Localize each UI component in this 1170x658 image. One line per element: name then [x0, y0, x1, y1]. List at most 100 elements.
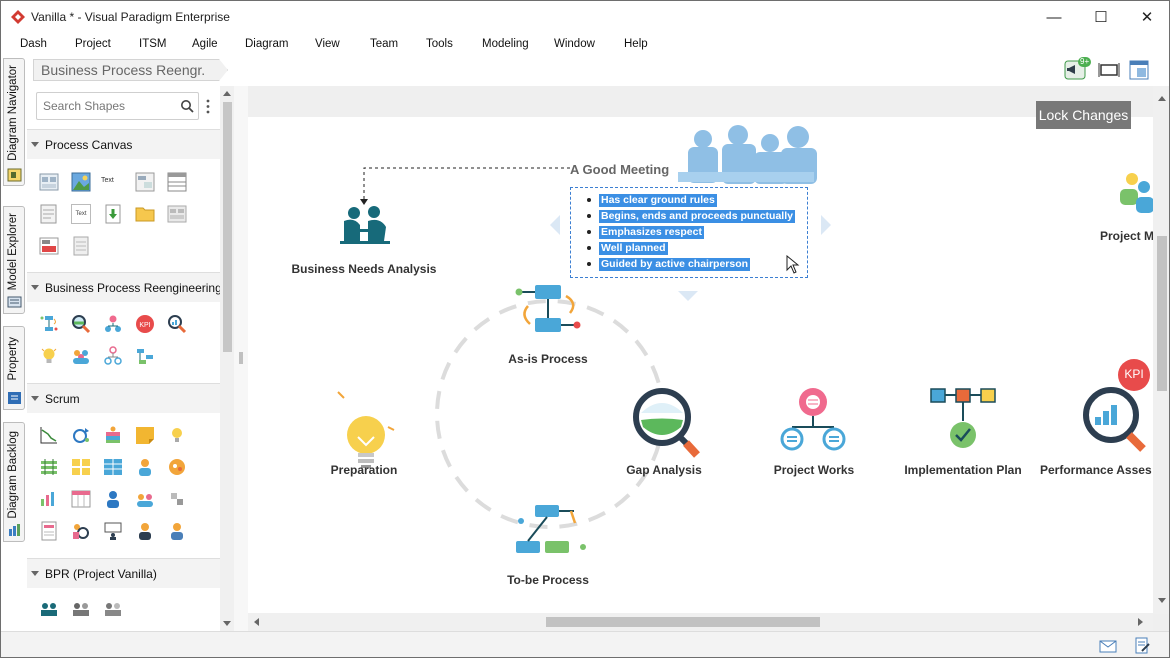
- performance-icon[interactable]: [167, 314, 187, 334]
- burndown-icon[interactable]: [39, 425, 59, 445]
- org-icon[interactable]: [103, 346, 123, 366]
- scroll-up-icon[interactable]: [1158, 96, 1166, 101]
- idea-icon[interactable]: [39, 346, 59, 366]
- cards-icon[interactable]: [71, 457, 91, 477]
- brain-icon[interactable]: [167, 457, 187, 477]
- palette-menu-icon[interactable]: [206, 99, 210, 114]
- menu-agile[interactable]: Agile: [192, 38, 218, 50]
- tab-diagram-backlog[interactable]: Diagram Backlog: [3, 422, 25, 542]
- table-grid-icon[interactable]: [71, 489, 91, 509]
- text-icon[interactable]: Text: [101, 177, 114, 184]
- plan-icon[interactable]: [135, 346, 155, 366]
- tab-model-explorer[interactable]: Model Explorer: [3, 206, 25, 314]
- category-scrum[interactable]: Scrum: [27, 383, 232, 413]
- list-item[interactable]: Guided by active chairperson: [587, 258, 751, 271]
- mail-icon[interactable]: [1099, 640, 1117, 653]
- presenter-icon[interactable]: [103, 521, 123, 541]
- search-shapes-input[interactable]: Search Shapes: [36, 92, 199, 120]
- fit-diagram-button[interactable]: [1097, 59, 1121, 81]
- panel-icon[interactable]: [167, 204, 187, 224]
- list-item[interactable]: Emphasizes respect: [587, 226, 704, 239]
- palette-scrollbar[interactable]: [220, 86, 234, 631]
- node-implementation-plan[interactable]: Implementation Plan: [904, 463, 1022, 477]
- close-button[interactable]: ✕: [1124, 1, 1169, 33]
- document-icon[interactable]: [71, 236, 91, 256]
- canvas-vertical-scrollbar[interactable]: [1153, 86, 1169, 614]
- analysis-icon[interactable]: [71, 314, 91, 334]
- category-process-canvas[interactable]: Process Canvas: [27, 129, 232, 159]
- meeting-text-selection[interactable]: Has clear ground rules Begins, ends and …: [570, 187, 808, 278]
- menu-project[interactable]: Project: [75, 38, 111, 50]
- process-flow-icon[interactable]: [39, 314, 59, 334]
- menu-window[interactable]: Window: [554, 38, 595, 50]
- text-box-icon[interactable]: Text: [71, 204, 91, 224]
- scroll-down-icon[interactable]: [223, 621, 231, 626]
- scroll-right-icon[interactable]: [1138, 618, 1143, 626]
- manager-icon[interactable]: [167, 521, 187, 541]
- category-bpr-project-vanilla[interactable]: BPR (Project Vanilla): [27, 558, 232, 588]
- meeting-icon[interactable]: [39, 600, 59, 620]
- node-preparation[interactable]: Preparation: [330, 463, 398, 477]
- menu-view[interactable]: View: [315, 38, 340, 50]
- palette-scroll-thumb[interactable]: [223, 102, 232, 352]
- notification-button[interactable]: 9+: [1064, 57, 1092, 81]
- edit-document-icon[interactable]: [1134, 637, 1150, 655]
- cake-icon[interactable]: [103, 425, 123, 445]
- download-icon[interactable]: [103, 204, 123, 224]
- puzzle-icon[interactable]: [167, 489, 187, 509]
- menu-tools[interactable]: Tools: [426, 38, 453, 50]
- node-gap-analysis[interactable]: Gap Analysis: [626, 463, 702, 477]
- grid-shape-icon[interactable]: [39, 172, 59, 192]
- person-icon[interactable]: [103, 489, 123, 509]
- search-icon[interactable]: [180, 99, 194, 113]
- menu-help[interactable]: Help: [624, 38, 648, 50]
- menu-diagram[interactable]: Diagram: [245, 38, 289, 50]
- table-icon[interactable]: [167, 172, 187, 192]
- layout-button[interactable]: [1127, 59, 1151, 81]
- developer-icon[interactable]: [135, 521, 155, 541]
- nav-down-icon[interactable]: [678, 291, 698, 301]
- list-item[interactable]: Well planned: [587, 242, 668, 255]
- category-business-process-reengineering[interactable]: Business Process Reengineering: [27, 272, 232, 302]
- minimize-button[interactable]: —: [1031, 1, 1077, 33]
- chart-icon[interactable]: [39, 489, 59, 509]
- menu-itsm[interactable]: ITSM: [139, 38, 167, 50]
- folder-icon[interactable]: [135, 204, 155, 224]
- backlog-icon[interactable]: [103, 457, 123, 477]
- tab-diagram-navigator[interactable]: Diagram Navigator: [3, 58, 25, 186]
- board-icon[interactable]: [39, 457, 59, 477]
- canvas-horizontal-scrollbar[interactable]: [248, 613, 1153, 631]
- team-icon[interactable]: [71, 346, 91, 366]
- tab-property[interactable]: Property: [3, 326, 25, 410]
- report-icon[interactable]: [39, 521, 59, 541]
- menu-team[interactable]: Team: [370, 38, 399, 50]
- panel-splitter[interactable]: [234, 86, 248, 631]
- scroll-down-icon[interactable]: [1158, 598, 1166, 603]
- cycle-icon[interactable]: [71, 425, 91, 445]
- meeting-title[interactable]: A Good Meeting: [570, 162, 670, 177]
- nav-left-icon[interactable]: [550, 215, 560, 235]
- node-project-management[interactable]: Project M: [1100, 229, 1153, 243]
- sticky-note-icon[interactable]: [135, 425, 155, 445]
- people-icon[interactable]: [135, 489, 155, 509]
- nav-right-icon[interactable]: [821, 215, 831, 235]
- node-project-works[interactable]: Project Works: [773, 463, 855, 477]
- kpi-card-icon[interactable]: [39, 236, 59, 256]
- menu-modeling[interactable]: Modeling: [482, 38, 529, 50]
- maximize-button[interactable]: ☐: [1078, 1, 1124, 33]
- breadcrumb[interactable]: Business Process Reengr.: [33, 59, 228, 81]
- user-icon[interactable]: [135, 457, 155, 477]
- scroll-left-icon[interactable]: [254, 618, 259, 626]
- list-item[interactable]: Begins, ends and proceeds punctually: [587, 210, 795, 223]
- lock-changes-button[interactable]: Lock Changes: [1036, 101, 1131, 129]
- note-icon[interactable]: [39, 204, 59, 224]
- node-business-needs-analysis[interactable]: Business Needs Analysis: [291, 262, 437, 276]
- works-icon[interactable]: [103, 314, 123, 334]
- menu-dash[interactable]: Dash: [20, 38, 47, 50]
- horizontal-scroll-thumb[interactable]: [546, 617, 820, 627]
- picture-icon[interactable]: [71, 172, 91, 192]
- callout-icon[interactable]: [135, 172, 155, 192]
- node-as-is-process[interactable]: As-is Process: [508, 352, 588, 366]
- node-to-be-process[interactable]: To-be Process: [507, 573, 589, 587]
- node-performance-assessment[interactable]: Performance Asses: [1040, 463, 1152, 477]
